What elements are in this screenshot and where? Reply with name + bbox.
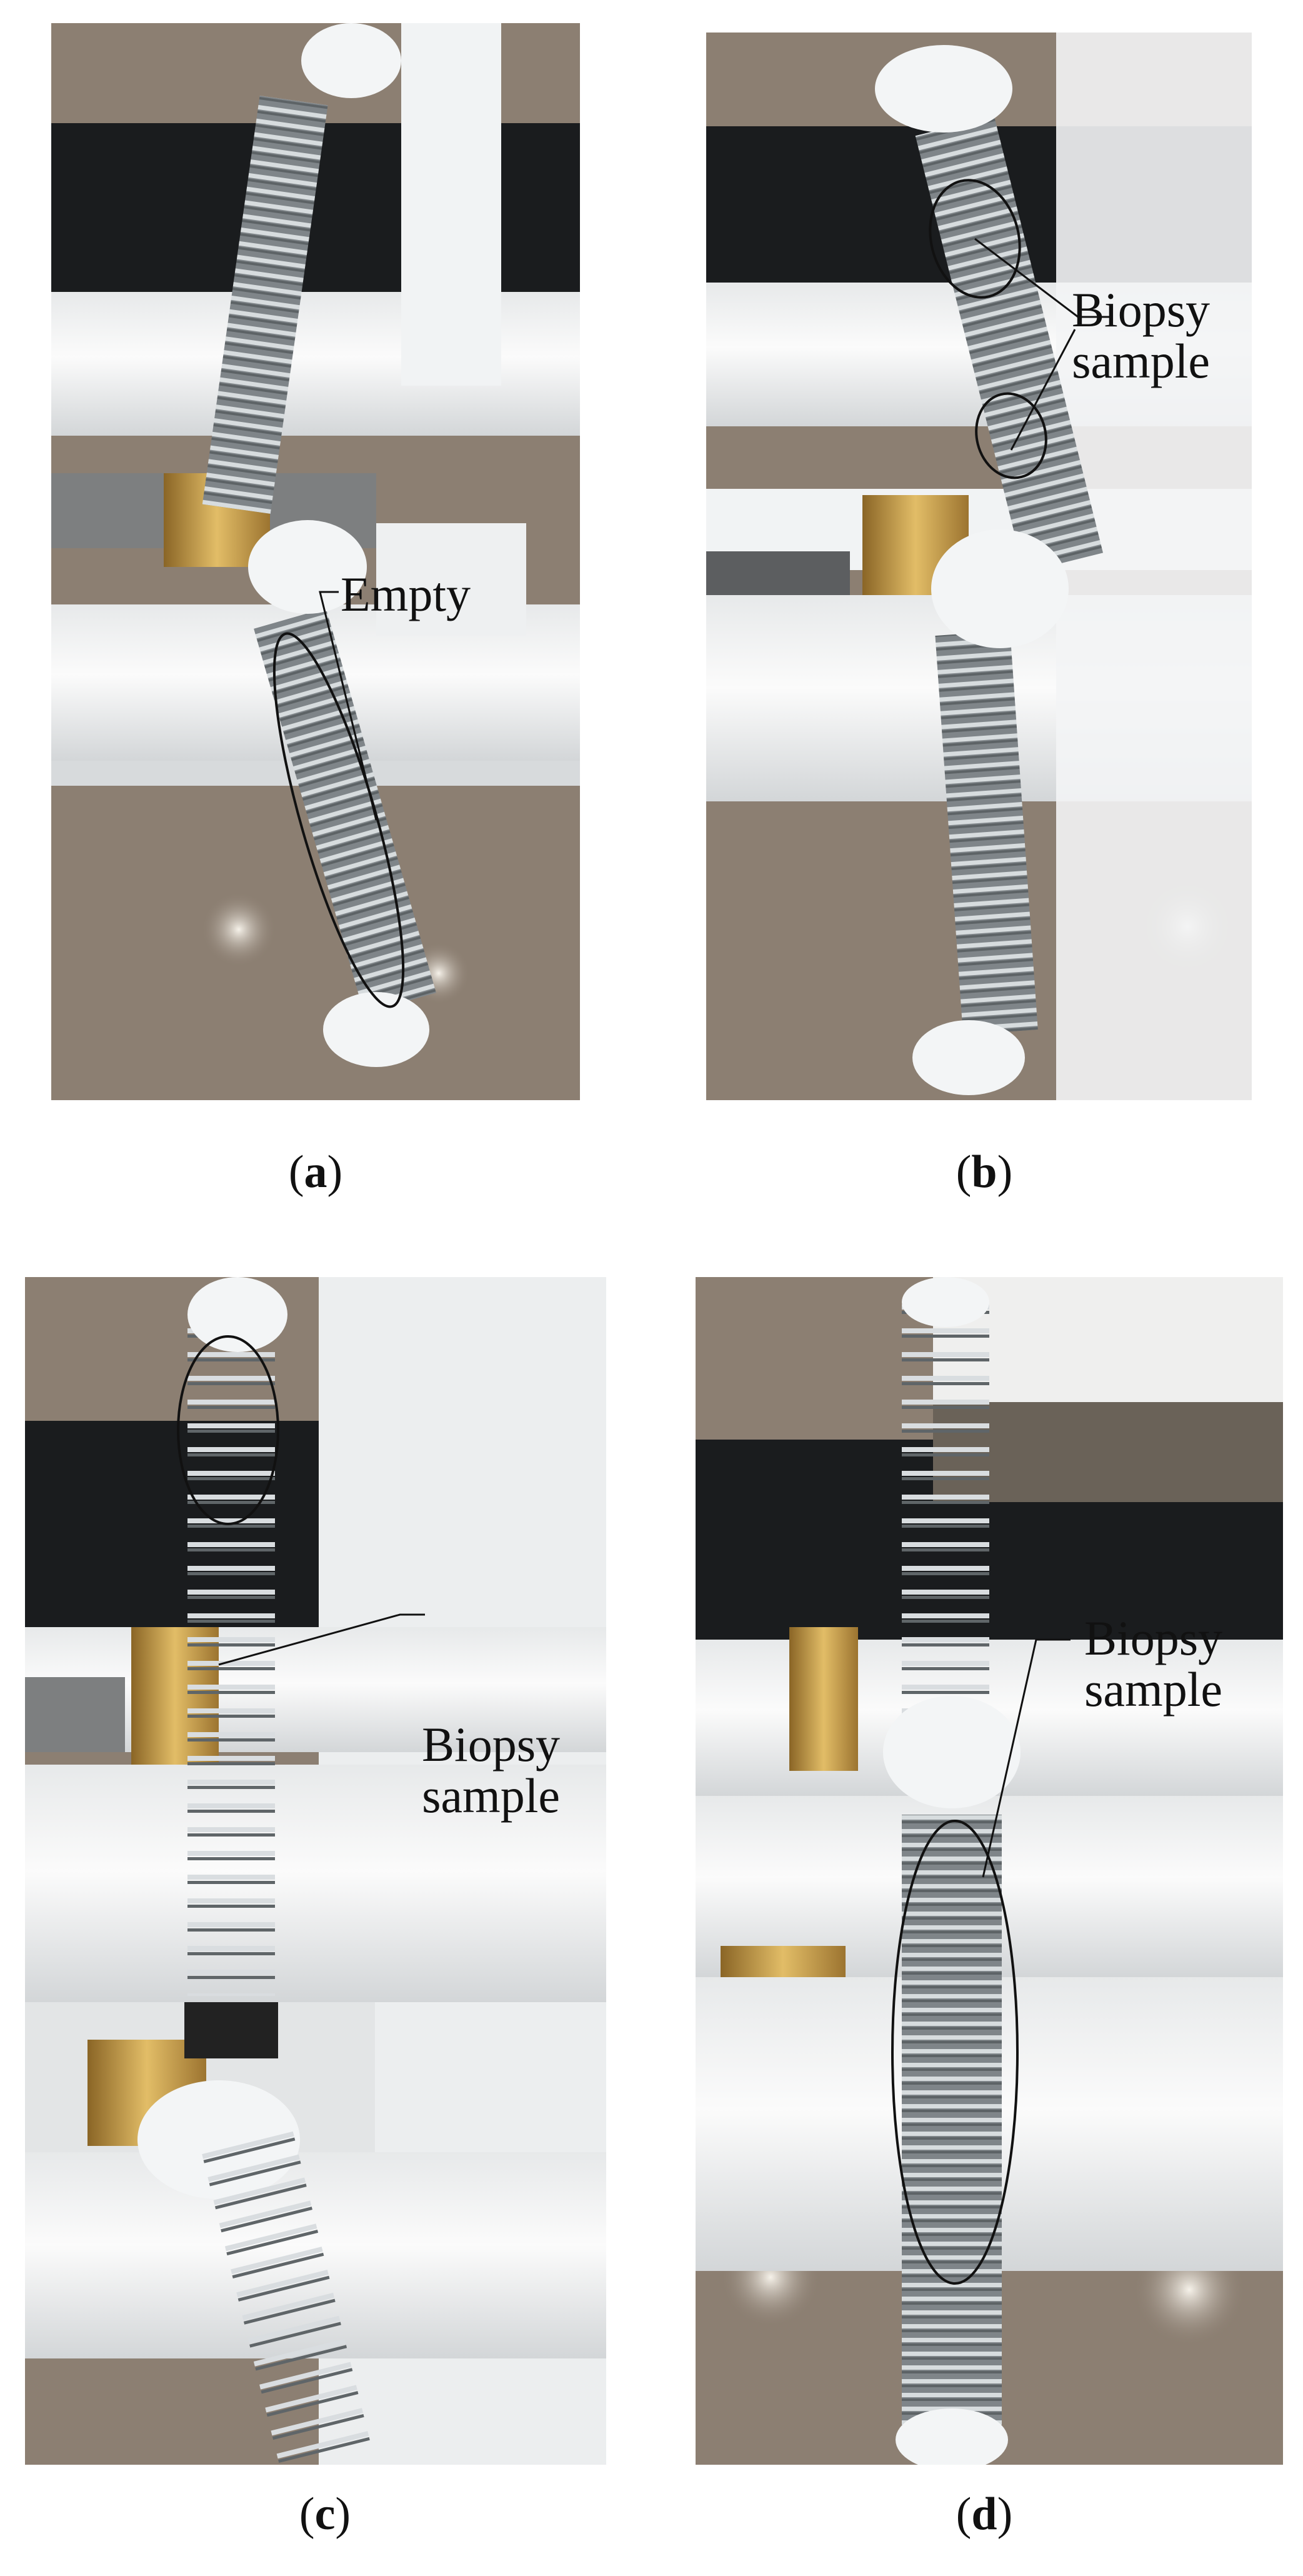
panel-c-illustration xyxy=(25,1277,606,2465)
panel-b-label: b xyxy=(971,1146,997,1198)
panel-c-photo xyxy=(25,1277,606,2465)
panel-b-photo xyxy=(706,33,1252,1100)
panel-d-label: d xyxy=(971,2488,997,2540)
panel-b-illustration xyxy=(706,33,1252,1100)
panel-a-label: a xyxy=(304,1146,327,1198)
panel-d-illustration xyxy=(696,1277,1283,2465)
panel-b-caption: (b) xyxy=(956,1146,1013,1198)
panel-c-caption: (c) xyxy=(299,2488,351,2540)
panel-a-photo xyxy=(51,23,580,1100)
panel-a-caption: (a) xyxy=(288,1146,343,1198)
panel-c-annotation: Biopsy sample xyxy=(422,1717,561,1823)
panel-d-caption: (d) xyxy=(956,2488,1013,2540)
panel-d-photo xyxy=(696,1277,1283,2465)
panel-a-illustration xyxy=(51,23,580,1100)
panel-d-annotation: Biopsy sample xyxy=(1084,1611,1223,1716)
panel-a-annotation: Empty xyxy=(341,567,471,621)
panel-b-annotation: Biopsy sample xyxy=(1072,283,1211,388)
panel-c-label: c xyxy=(314,2488,336,2540)
